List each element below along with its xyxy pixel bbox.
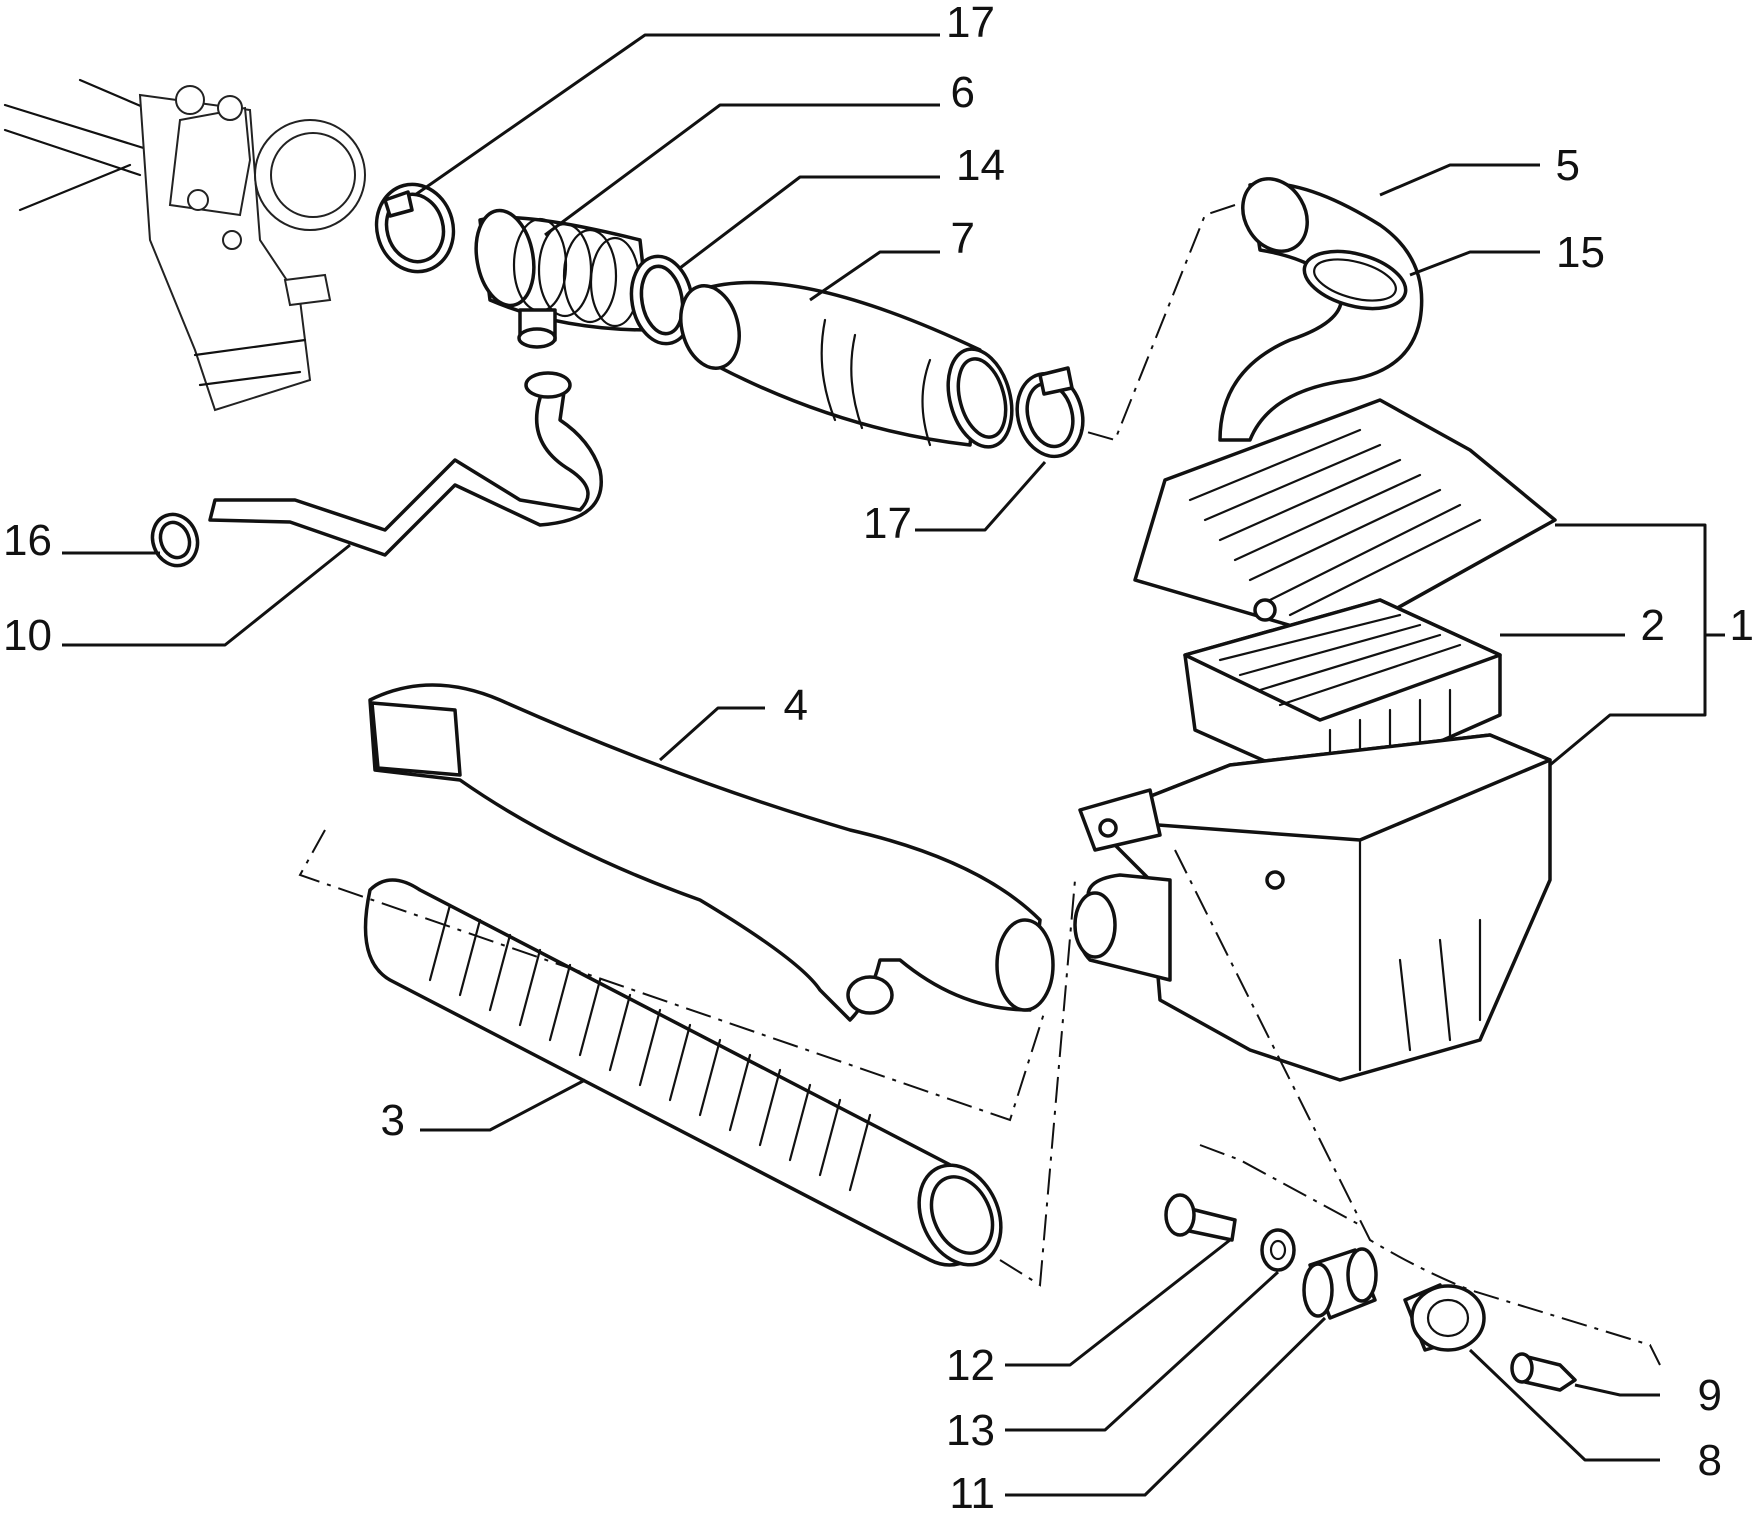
callout-15: 15 xyxy=(1556,228,1605,277)
air-filter-housing-1 xyxy=(1073,398,1557,1082)
callout-4: 4 xyxy=(784,681,808,730)
air-intake-duct-4 xyxy=(368,683,1055,1022)
hose-clamp-17-upper xyxy=(374,182,456,274)
callout-6: 6 xyxy=(951,68,975,117)
callout-7: 7 xyxy=(951,214,975,263)
leader-lines xyxy=(62,33,1725,1497)
callout-5: 5 xyxy=(1556,141,1580,190)
callout-1: 1 xyxy=(1730,601,1754,650)
breather-hose-10 xyxy=(208,371,603,557)
callout-14: 14 xyxy=(956,141,1005,190)
pin-9 xyxy=(1510,1352,1577,1392)
callout-3: 3 xyxy=(381,1096,405,1145)
callout-labels: 17 6 14 7 17 5 15 16 10 4 2 1 3 12 13 11… xyxy=(3,0,1754,1516)
corrugated-hose-3 xyxy=(363,878,1003,1267)
hose-clamp-15 xyxy=(1302,249,1408,311)
callout-8: 8 xyxy=(1698,1436,1722,1485)
callout-16: 16 xyxy=(3,516,52,565)
washer-13 xyxy=(1260,1228,1296,1272)
hose-clamp-17-lower xyxy=(1015,366,1085,459)
callout-17-upper: 17 xyxy=(946,0,995,47)
callout-13: 13 xyxy=(946,1406,995,1455)
callout-10: 10 xyxy=(3,611,52,660)
callout-9: 9 xyxy=(1698,1371,1722,1420)
grommet-8 xyxy=(1403,1283,1486,1352)
throttle-body xyxy=(3,78,366,412)
hose-clamp-14 xyxy=(629,254,695,346)
callout-12: 12 xyxy=(946,1341,995,1390)
assembly-lines xyxy=(298,204,1661,1366)
small-clamp-16 xyxy=(150,512,200,568)
rubber-bushing-11 xyxy=(1302,1247,1378,1320)
bellows-sleeve-6 xyxy=(474,208,652,349)
callout-2: 2 xyxy=(1641,601,1665,650)
callout-17-lower: 17 xyxy=(863,499,912,548)
callout-11: 11 xyxy=(949,1469,995,1511)
air-duct-tube-7 xyxy=(679,280,1014,449)
bolt-12 xyxy=(1164,1193,1237,1242)
